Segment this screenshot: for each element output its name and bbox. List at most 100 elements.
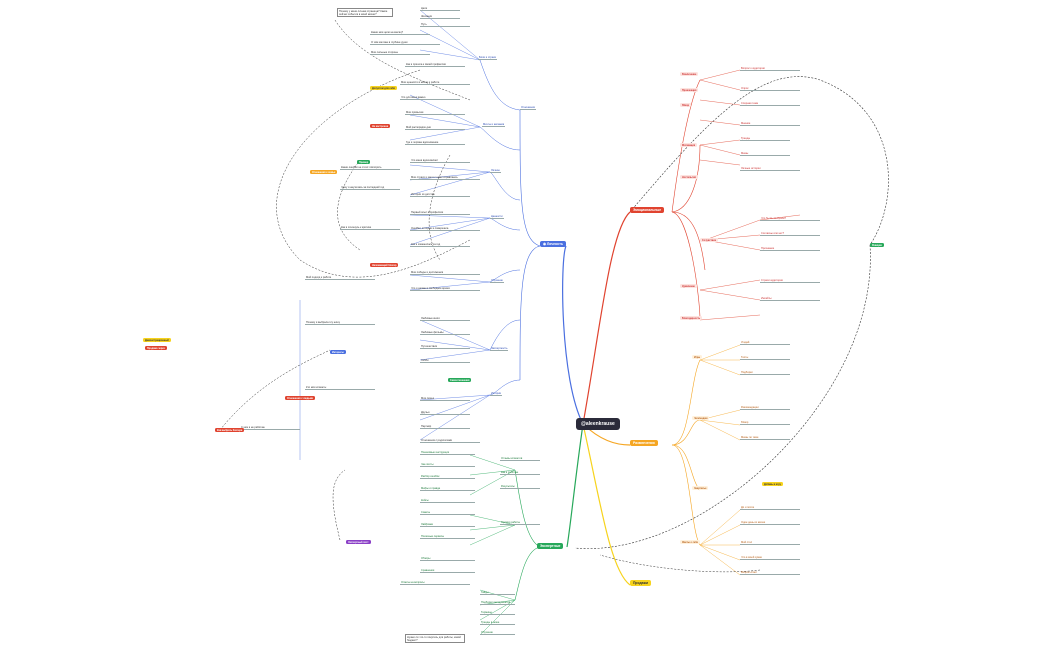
red-section[interactable]: Вовлечение xyxy=(680,72,699,76)
red-section[interactable]: Юмор xyxy=(680,103,692,107)
green-leaf[interactable]: Лайфхаки xyxy=(420,522,475,528)
tag-yellow[interactable]: Допустим для себя xyxy=(370,86,397,90)
green-leaf[interactable]: Подборки инструментов xyxy=(480,600,515,606)
blue-leaf[interactable]: Ошибки, которые я совершала xyxy=(410,226,480,232)
blue-section-dreams[interactable]: Мечты и желания xyxy=(482,122,506,128)
blue-leaf[interactable]: Желания xyxy=(420,14,460,20)
red-leaf[interactable]: Мнение xyxy=(740,121,800,127)
hub-sales[interactable]: Продажи xyxy=(630,580,652,586)
blue-leaf[interactable]: Как я изменилась за год xyxy=(410,242,470,248)
blue-leaf[interactable]: Какие мои цели на месяц? xyxy=(370,30,430,36)
blue-leaf[interactable]: Отношения с родителями xyxy=(420,438,480,444)
green-leaf[interactable]: Как я работаю xyxy=(500,470,540,476)
red-section[interactable]: Ностальгия xyxy=(680,175,698,179)
blue-leaf[interactable]: Путь xyxy=(420,22,470,28)
blue-leaf[interactable]: Цели xyxy=(420,6,460,12)
green-leaf[interactable]: Термины xyxy=(480,610,515,616)
blue-leaf[interactable]: Партнёр xyxy=(420,424,470,430)
red-leaf[interactable]: Признание xyxy=(760,246,820,252)
red-leaf[interactable]: Спорная тема xyxy=(740,101,800,107)
green-leaf[interactable]: Сравнения xyxy=(420,568,475,574)
red-leaf[interactable]: Вопрос к аудитории xyxy=(740,66,800,72)
red-leaf[interactable]: Что бы вы выбрали? xyxy=(760,216,820,222)
blue-leaf[interactable]: Любимые книги xyxy=(420,316,470,322)
orange-leaf[interactable]: Тесты xyxy=(740,355,790,361)
blue-leaf[interactable]: Что для меня важно xyxy=(400,95,460,101)
red-leaf[interactable]: Опрос xyxy=(740,86,800,92)
blue-section-values[interactable]: Ценности xyxy=(490,214,504,220)
blue-leaf[interactable]: Мои привычки xyxy=(405,110,465,116)
blue-section-personal[interactable]: Личное xyxy=(490,168,501,174)
blue-section-relations[interactable]: Отношения xyxy=(520,105,536,111)
tag-red-2[interactable]: Начинающий блогер xyxy=(370,263,399,267)
orange-section[interactable]: Факты о себе xyxy=(680,540,701,544)
green-leaf[interactable]: Мифы и правда xyxy=(420,486,475,492)
blue-leaf[interactable]: Какие ошибки не стоит повторять xyxy=(340,165,400,171)
orange-section[interactable]: Челленджи xyxy=(692,416,710,420)
tag-red-5[interactable]: Как выбрать блогера xyxy=(215,428,245,432)
orange-leaf[interactable]: Угадай xyxy=(740,340,790,346)
orange-leaf[interactable]: Что в моей сумке xyxy=(740,555,800,561)
blue-section-learning[interactable]: Обучение xyxy=(490,278,504,284)
blue-leaf[interactable]: Что я делаю в свободное время xyxy=(410,286,480,292)
green-leaf[interactable]: Результаты xyxy=(500,484,540,490)
blue-leaf[interactable]: Мои страхи и как я с ними справляюсь xyxy=(410,175,480,181)
hub-emotional[interactable]: Эмоциональные xyxy=(630,207,665,213)
green-leaf[interactable]: Полезные сервисы xyxy=(420,534,475,540)
green-leaf[interactable]: Обзоры xyxy=(420,556,475,562)
blue-section-stories[interactable]: Истории xyxy=(490,391,503,397)
red-section[interactable]: Удивление xyxy=(680,284,697,288)
blue-leaf[interactable]: Путешествия xyxy=(420,344,470,350)
green-leaf[interactable]: Пример работы xyxy=(500,520,540,526)
tag-red-3[interactable]: Продажа через xyxy=(145,346,167,350)
note-top[interactable]: Почему у меня личная страница? Какие сей… xyxy=(337,8,393,18)
blue-leaf[interactable]: Кто мои клиенты xyxy=(305,385,375,391)
orange-tag-yellow[interactable]: Добавь в игру xyxy=(762,482,783,486)
red-section[interactable]: Благодарность xyxy=(680,316,703,320)
tag-yellow-2[interactable]: Демонстрационный xyxy=(143,338,171,342)
blue-leaf[interactable]: Как я отношусь к критике xyxy=(340,225,400,231)
orange-leaf[interactable]: Подборки xyxy=(740,370,790,376)
blue-leaf[interactable]: Друзья xyxy=(420,410,470,416)
blue-leaf[interactable]: Первый опыт в профессии xyxy=(410,210,470,216)
orange-leaf[interactable]: Мой стол xyxy=(740,540,800,546)
green-leaf[interactable]: Ответы на вопросы xyxy=(400,580,470,586)
tag-orange[interactable]: Отношения к семье xyxy=(310,170,338,174)
tag-red[interactable]: Не настроена xyxy=(370,124,391,128)
red-leaf[interactable]: Личные истории xyxy=(740,166,800,172)
blue-leaf[interactable]: Мои сильные стороны xyxy=(370,50,430,56)
red-leaf[interactable]: Тренды xyxy=(740,136,790,142)
hub-personality[interactable]: ◉ Личность xyxy=(540,241,567,247)
blue-leaf[interactable]: С кем я не работаю xyxy=(240,425,300,431)
red-leaf[interactable]: Мемы xyxy=(740,151,790,157)
hub-entertainment[interactable]: Развлечения xyxy=(630,440,658,446)
red-tag-green[interactable]: Реакции xyxy=(870,243,884,247)
red-section[interactable]: Мотивация xyxy=(680,143,698,147)
green-leaf[interactable]: Отзывы клиентов xyxy=(500,456,540,462)
blue-leaf[interactable]: Где я черпаю вдохновение xyxy=(405,140,465,146)
blue-leaf[interactable]: Мои ценности в жизни и работе xyxy=(400,80,470,86)
blue-leaf[interactable]: Хобби xyxy=(420,358,470,364)
green-leaf[interactable]: Пошаговые инструкции xyxy=(420,450,475,456)
blue-leaf[interactable]: Моя семья xyxy=(420,396,470,402)
center-node[interactable]: @aleenkrause xyxy=(576,418,620,430)
orange-leaf[interactable]: Один день из жизни xyxy=(740,520,800,526)
orange-section[interactable]: Игры xyxy=(692,355,703,359)
blue-leaf[interactable]: Мой распорядок дня xyxy=(405,125,465,131)
green-leaf[interactable]: Разбор ошибок xyxy=(420,474,475,480)
green-leaf[interactable]: Кейсы xyxy=(420,498,475,504)
orange-leaf[interactable]: Мемы по теме xyxy=(740,435,790,441)
red-section[interactable]: Провокация xyxy=(680,88,699,92)
orange-leaf[interactable]: Вопрос-ответ xyxy=(740,570,800,576)
blue-leaf[interactable]: Мои победы и достижения xyxy=(410,270,480,276)
orange-leaf[interactable]: Юмор xyxy=(740,420,790,426)
tag-red-4[interactable]: Отношения с людьми xyxy=(285,396,315,400)
tag-green-2[interactable]: Самоотношения xyxy=(448,378,472,382)
blue-leaf[interactable]: Как я пришла к своей профессии xyxy=(405,62,465,68)
blue-leaf[interactable]: Что меня вдохновляет xyxy=(410,158,470,164)
blue-section-expertise[interactable]: Экспертность xyxy=(490,346,509,352)
red-leaf[interactable]: Инсайты xyxy=(760,296,820,302)
green-tag-purple[interactable]: Экспертный пост xyxy=(346,540,371,544)
red-leaf[interactable]: Страхи аудитории xyxy=(760,278,820,284)
